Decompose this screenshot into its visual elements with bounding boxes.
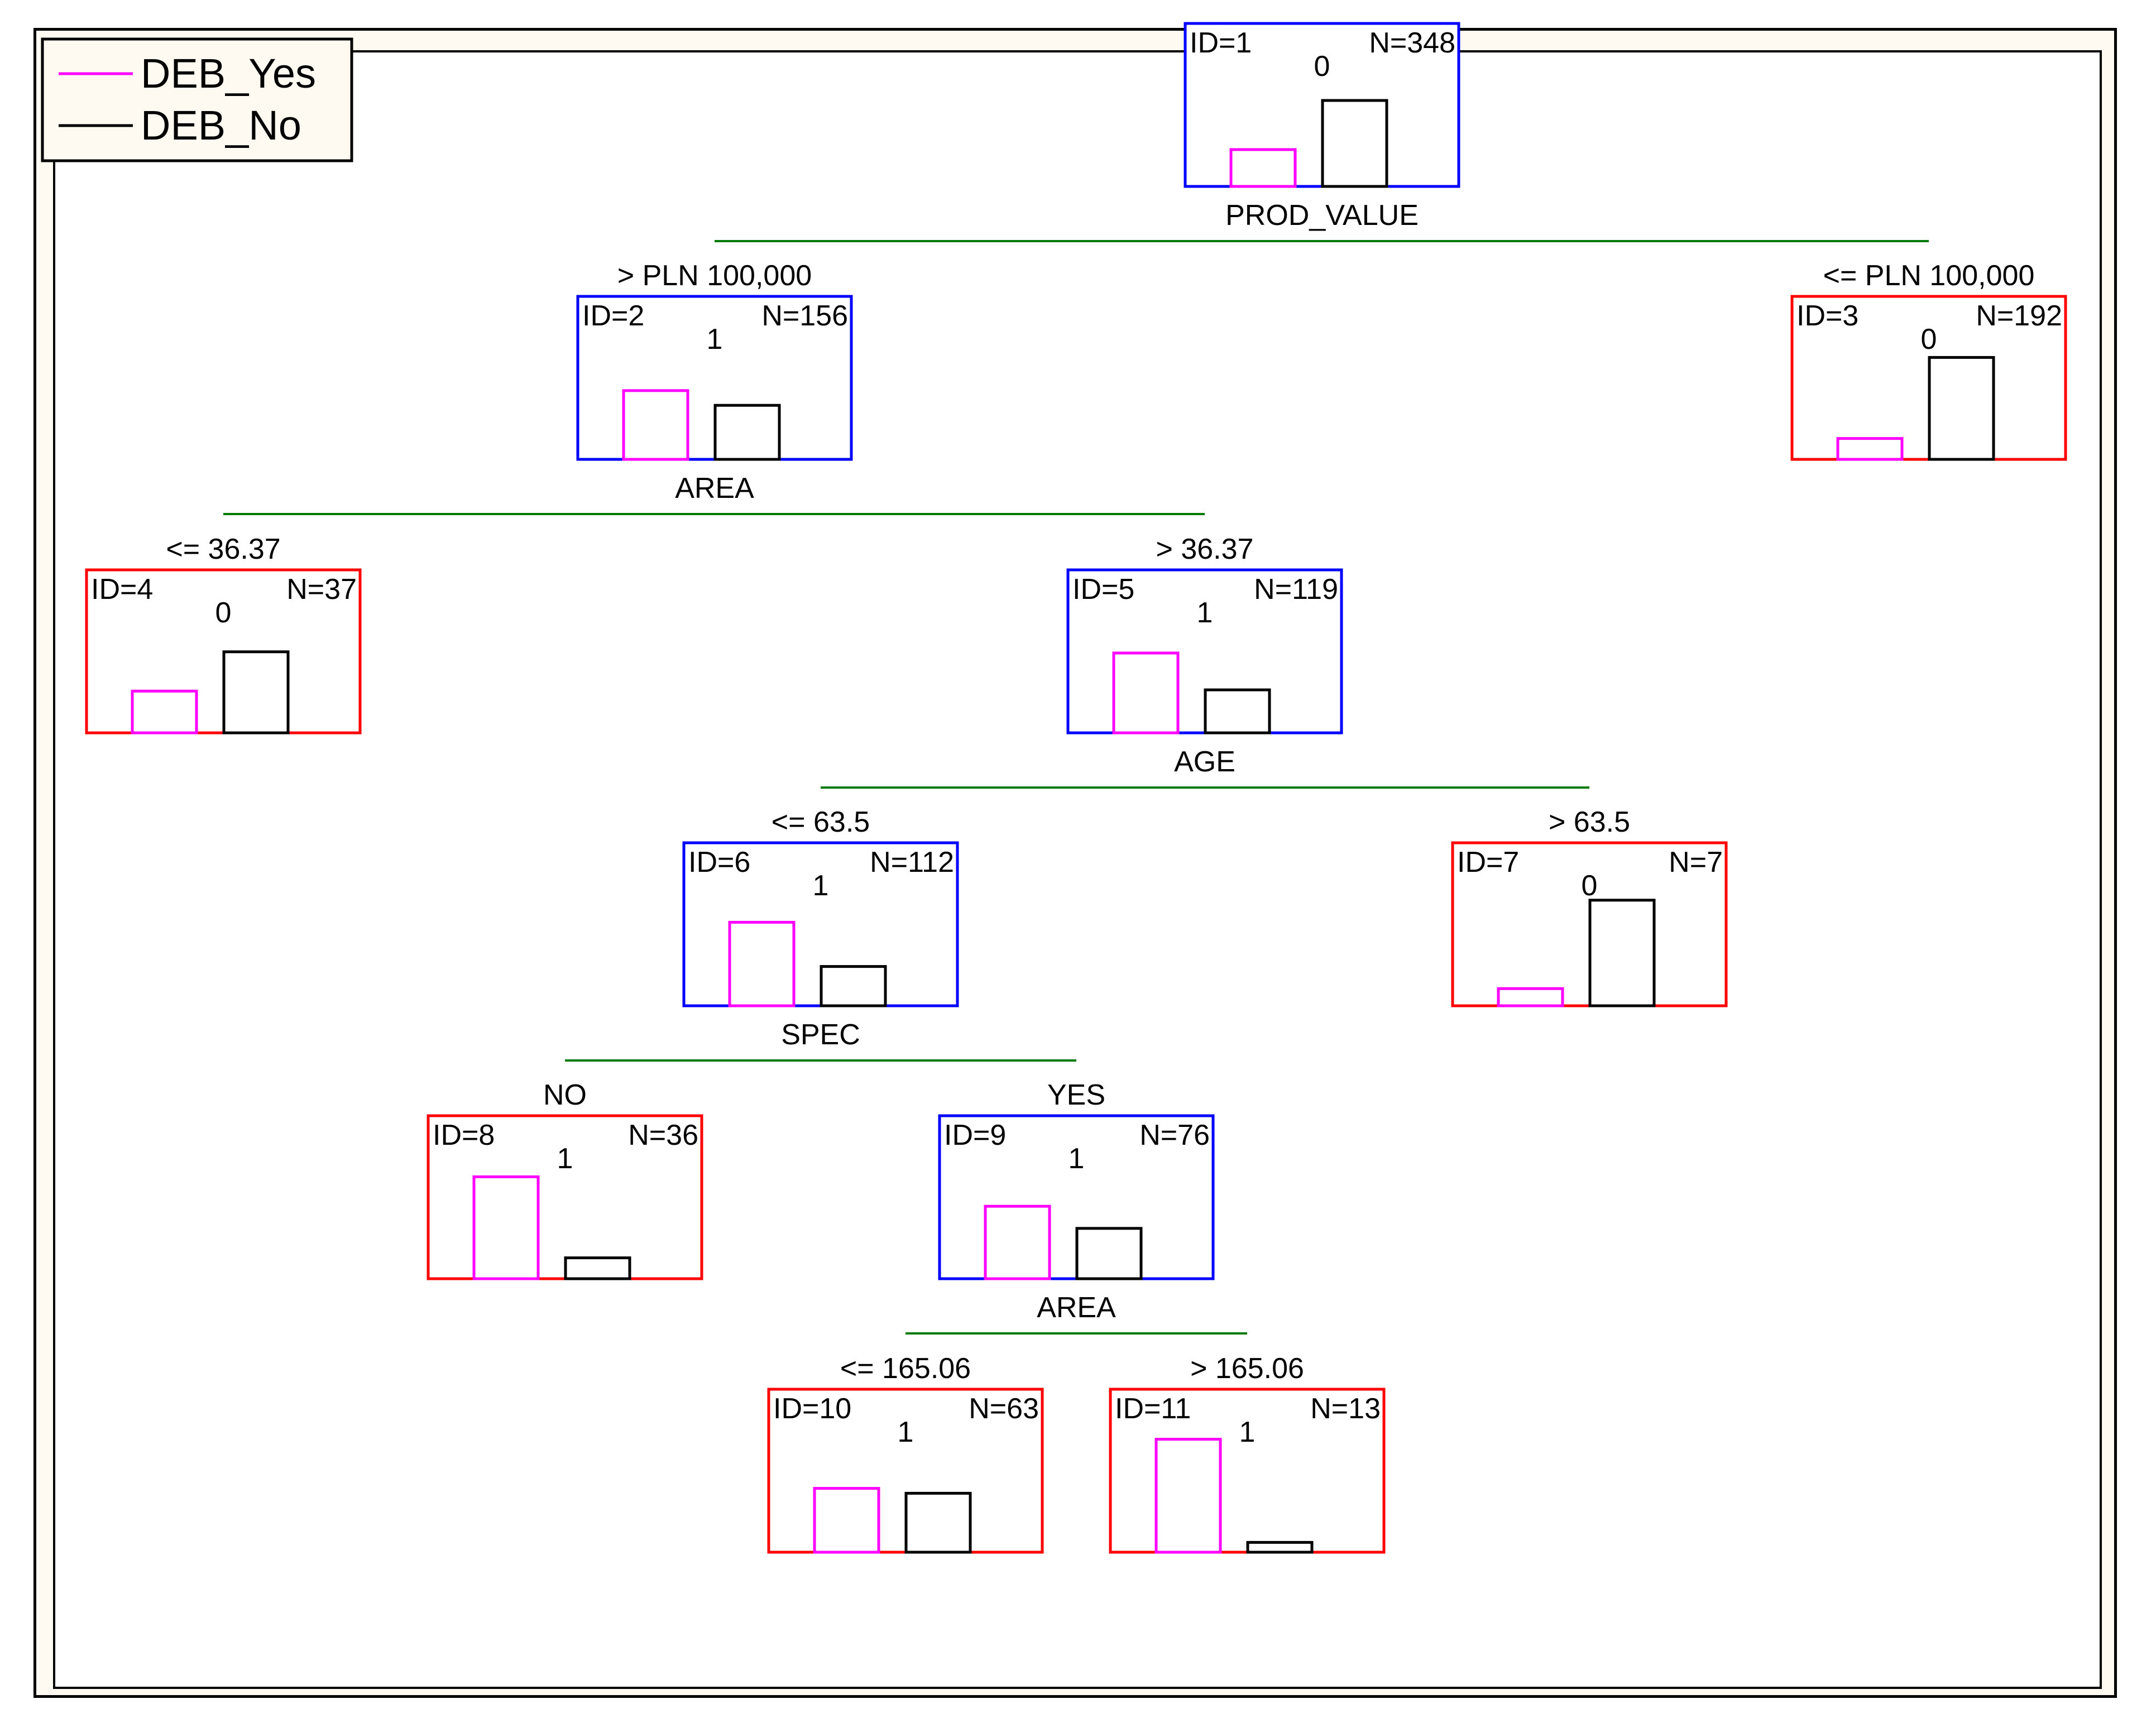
node-id-label: ID=11 (1115, 1393, 1191, 1425)
node-id-label: ID=6 (688, 846, 750, 879)
bar-deb-yes (1154, 1438, 1222, 1554)
node-prediction-label: 1 (898, 1416, 914, 1448)
node-count-label: N=119 (1254, 573, 1338, 606)
bar-deb-yes (984, 1204, 1051, 1280)
bar-deb-no (1928, 356, 1995, 461)
node-prediction-label: 1 (707, 323, 723, 356)
bar-deb-yes (1497, 987, 1564, 1007)
node-prediction-label: 1 (1197, 597, 1213, 629)
split-variable-label: AGE (1174, 746, 1235, 778)
bar-deb-yes (1836, 437, 1904, 461)
edge-label-3: <= PLN 100,000 (1823, 260, 2035, 292)
edge-label-6: <= 63.5 (772, 806, 870, 838)
bar-deb-no (820, 965, 887, 1007)
bar-deb-no (1204, 688, 1271, 735)
node-4: ID=4 N=37 0 (85, 568, 362, 735)
edge-label-7: > 63.5 (1549, 806, 1630, 838)
bar-deb-no (1246, 1540, 1314, 1554)
edge-label-2: > PLN 100,000 (617, 260, 812, 292)
node-count-label: N=156 (761, 300, 848, 332)
edge-label-9: YES (1047, 1079, 1105, 1111)
bar-deb-no (713, 404, 781, 461)
node-id-label: ID=7 (1457, 846, 1519, 879)
legend-box (41, 37, 353, 162)
edge-label-4: <= 36.37 (166, 533, 280, 565)
node-10: ID=10 N=63 1 (767, 1388, 1044, 1554)
node-count-label: N=63 (969, 1393, 1039, 1425)
node-count-label: N=7 (1669, 846, 1723, 879)
split-variable-label: AREA (675, 472, 754, 505)
node-prediction-label: 0 (1314, 50, 1330, 83)
bar-deb-no (1321, 99, 1388, 188)
node-8: ID=8 N=36 1 (427, 1114, 703, 1280)
split-variable-label: PROD_VALUE (1225, 199, 1419, 232)
node-id-label: ID=3 (1796, 300, 1858, 332)
edges-layer: > PLN 100,000 <= PLN 100,000 <= 36.37 > 36.… (166, 240, 2035, 1385)
edge-label-8: NO (543, 1079, 587, 1111)
node-count-label: N=36 (628, 1119, 698, 1151)
split-variable-label: SPEC (781, 1019, 860, 1051)
bar-deb-no (1075, 1227, 1143, 1280)
node-prediction-label: 1 (557, 1143, 573, 1175)
bar-deb-yes (131, 689, 198, 735)
node-id-label: ID=4 (91, 573, 153, 606)
bar-deb-yes (1229, 148, 1297, 188)
node-prediction-label: 1 (813, 870, 829, 902)
split-variable-label: AREA (1037, 1292, 1116, 1324)
bar-deb-no (564, 1256, 631, 1280)
node-id-label: ID=2 (582, 300, 644, 332)
edge-label-5: > 36.37 (1156, 533, 1254, 565)
node-id-label: ID=1 (1190, 27, 1252, 59)
node-count-label: N=76 (1139, 1119, 1210, 1151)
inner-frame (53, 50, 2102, 1689)
node-count-label: N=348 (1369, 27, 1455, 59)
node-prediction-label: 0 (1921, 323, 1937, 356)
node-id-label: ID=8 (433, 1119, 495, 1151)
node-id-label: ID=9 (944, 1119, 1006, 1151)
node-count-label: N=112 (870, 846, 954, 879)
bar-deb-yes (472, 1175, 540, 1280)
edge-label-11: > 165.06 (1190, 1352, 1304, 1385)
node-id-label: ID=10 (773, 1393, 851, 1425)
node-prediction-label: 1 (1069, 1143, 1085, 1175)
bar-deb-yes (728, 920, 796, 1007)
bar-deb-no (222, 650, 290, 735)
legend-label-deb-yes: DEB_Yes (141, 50, 316, 97)
bar-deb-yes (1112, 651, 1180, 735)
node-3: ID=3 N=192 0 (1790, 295, 2067, 461)
node-count-label: N=13 (1310, 1393, 1381, 1425)
node-id-label: ID=5 (1072, 573, 1134, 606)
bar-deb-yes (622, 389, 689, 461)
bar-deb-no (904, 1491, 972, 1554)
legend: DEB_Yes DEB_No (41, 37, 353, 162)
node-11: ID=11 N=13 1 (1109, 1388, 1386, 1554)
node-prediction-label: 1 (1239, 1416, 1256, 1448)
legend-label-deb-no: DEB_No (141, 102, 301, 148)
node-count-label: N=37 (286, 573, 357, 606)
node-prediction-label: 0 (215, 597, 232, 629)
node-7: ID=7 N=7 0 (1451, 841, 1728, 1007)
bar-deb-yes (813, 1487, 880, 1554)
node-prediction-label: 0 (1582, 870, 1598, 902)
node-count-label: N=192 (1976, 300, 2062, 332)
bar-deb-no (1588, 899, 1656, 1007)
edge-label-10: <= 165.06 (840, 1352, 971, 1385)
